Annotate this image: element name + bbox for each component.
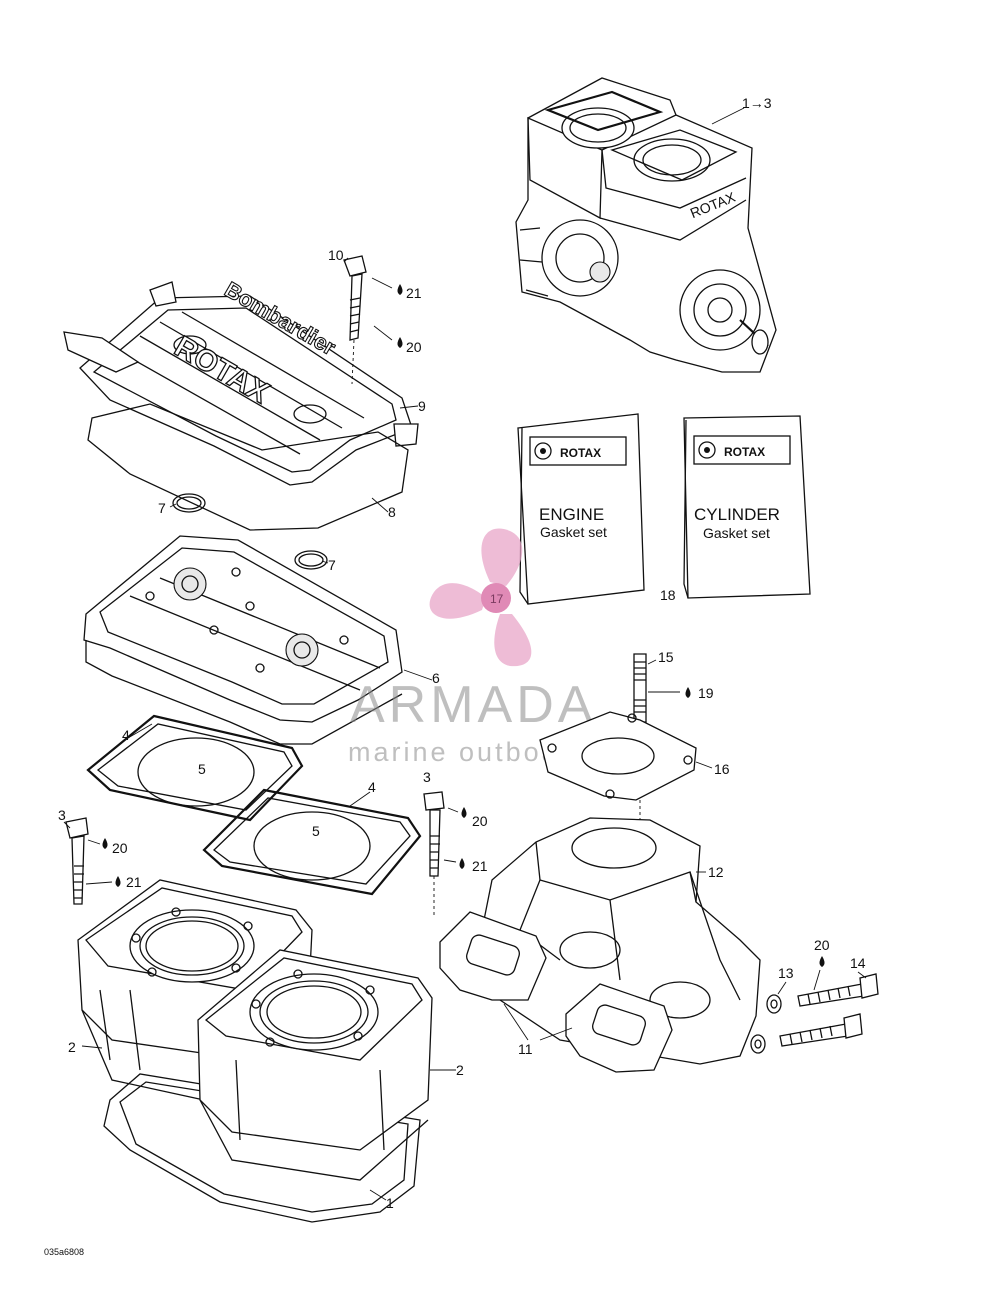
o-ring-7b xyxy=(294,550,328,570)
cylinder-2-right xyxy=(197,949,433,1181)
callout-5b: 5 xyxy=(312,823,320,839)
cylinder-book-title: CYLINDER xyxy=(694,505,780,524)
watermark-logo-number: 17 xyxy=(490,592,504,606)
exhaust-manifold-12 xyxy=(479,817,761,1065)
callout-21c: 21 xyxy=(126,874,142,890)
callout-21a: 21 xyxy=(406,285,422,301)
callout-9: 9 xyxy=(418,398,426,414)
callout-20c: 20 xyxy=(112,840,128,856)
callout-7a: 7 xyxy=(158,500,166,516)
callout-10: 10 xyxy=(328,247,344,263)
screw-3-left xyxy=(65,817,89,905)
stud-15 xyxy=(633,653,647,880)
callout-11: 11 xyxy=(518,1041,533,1057)
callout-20d: 20 xyxy=(814,937,830,953)
callout-1: 1 xyxy=(386,1195,394,1211)
callout-14: 14 xyxy=(850,955,866,971)
exhaust-gasket-16 xyxy=(539,711,697,801)
callout-3b: 3 xyxy=(423,769,431,785)
engine-book-title: ENGINE xyxy=(539,505,604,524)
callout-8: 8 xyxy=(388,504,396,520)
cylinder-gasket-set-book: ROTAX CYLINDER Gasket set xyxy=(683,415,811,599)
callout-5a: 5 xyxy=(198,761,206,777)
callout-19: 19 xyxy=(698,685,714,701)
callout-20b: 20 xyxy=(472,813,488,829)
callout-21b: 21 xyxy=(472,858,488,874)
o-ring-7a xyxy=(172,493,206,513)
callout-15: 15 xyxy=(658,649,674,665)
callout-18: 18 xyxy=(660,587,676,603)
engine-assembly: ROTAX xyxy=(515,77,777,373)
screw-14b xyxy=(779,1013,863,1047)
callout-16: 16 xyxy=(714,761,730,777)
armada-watermark: 17 ARMADA marine outboards xyxy=(348,528,603,767)
cylinder-book-brand: ROTAX xyxy=(724,445,765,459)
head-gasket-4b xyxy=(202,788,422,896)
callout-20a: 20 xyxy=(406,339,422,355)
cylinder-head-6 xyxy=(83,535,403,745)
callout-7b: 7 xyxy=(328,557,336,573)
watermark-name: ARMADA xyxy=(350,676,596,734)
callout-12: 12 xyxy=(708,864,724,880)
washer-13a xyxy=(766,994,782,1014)
engine-book-subtitle: Gasket set xyxy=(540,524,607,540)
engine-book-brand: ROTAX xyxy=(560,446,601,460)
head-gasket-4a xyxy=(86,714,304,822)
screw-10 xyxy=(343,255,367,385)
exhaust-gasket-11 xyxy=(439,911,673,1073)
cylinder-book-subtitle: Gasket set xyxy=(703,525,770,541)
callout-13: 13 xyxy=(778,965,794,981)
callout-4b: 4 xyxy=(368,779,376,795)
gasket-8 xyxy=(87,403,409,531)
callout-1-3: 1→3 xyxy=(742,95,772,111)
callout-2a: 2 xyxy=(68,1039,76,1055)
cylinder-head-cover: Bombardier ROTAX xyxy=(63,276,419,486)
screw-3-right xyxy=(423,791,445,918)
screw-14a xyxy=(797,973,879,1007)
drawing-code: 035a6808 xyxy=(44,1247,84,1257)
engine-gasket-set-book: ROTAX ENGINE Gasket set xyxy=(517,413,645,605)
callout-6: 6 xyxy=(432,670,440,686)
callout-4a: 4 xyxy=(122,727,130,743)
callout-3a: 3 xyxy=(58,807,66,823)
callout-2b: 2 xyxy=(456,1062,464,1078)
washer-13b xyxy=(750,1034,766,1054)
